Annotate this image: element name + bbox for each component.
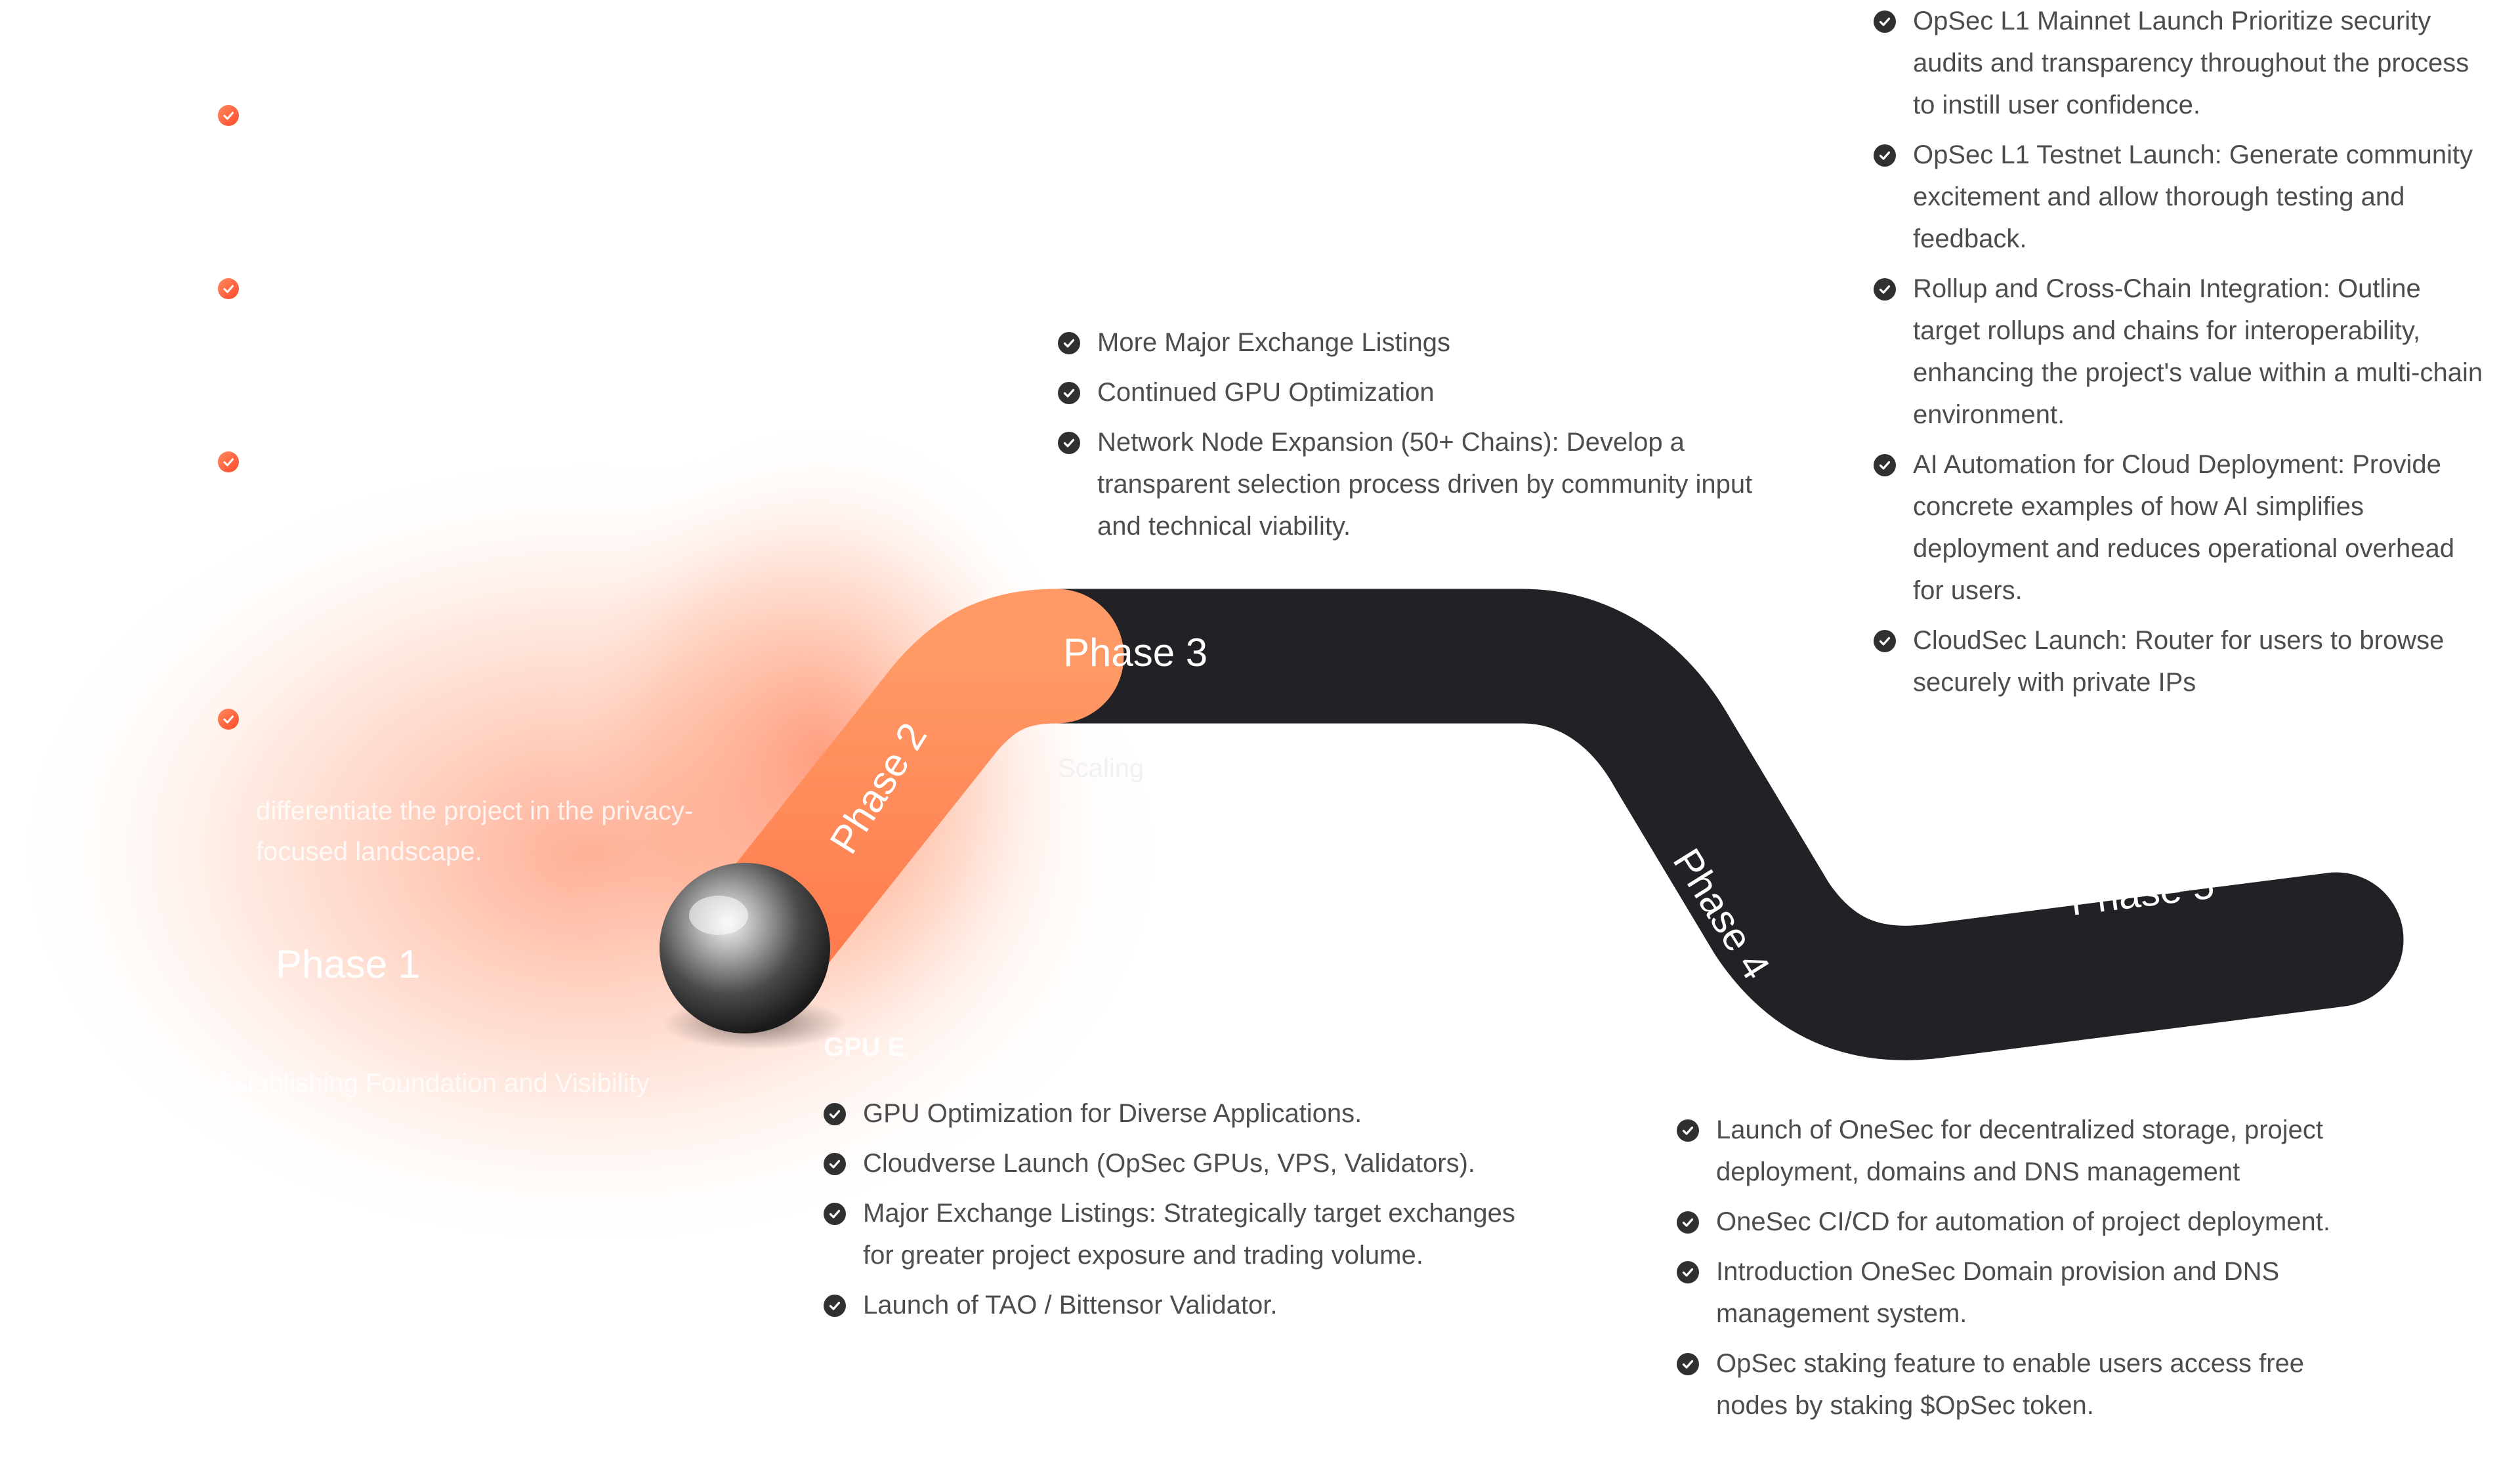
- list-item-text: OpSec L1 Mainnet Launch Prioritize secur…: [1913, 7, 2469, 119]
- orange-check-icon: [218, 709, 239, 730]
- check-circle-icon: [824, 1295, 846, 1317]
- list-item: Introduction OneSec Domain provision and…: [1677, 1251, 2346, 1335]
- check-circle-icon: [824, 1153, 846, 1175]
- list-item-text: CloudSec Launch: Router for users to bro…: [1913, 626, 2445, 697]
- phase-3-label: Phase 3: [1063, 631, 1208, 675]
- list-item: GPU Optimization for Diverse Application…: [824, 1092, 1545, 1134]
- list-item-text: OpSec L1 Testnet Launch: Generate commun…: [1913, 140, 2473, 253]
- ball-highlight: [689, 896, 748, 935]
- check-circle-icon: [1677, 1353, 1699, 1375]
- list-item: Cloudverse Launch (OpSec GPUs, VPS, Vali…: [824, 1142, 1545, 1184]
- check-circle-icon: [1874, 144, 1896, 167]
- check-circle-icon: [824, 1103, 846, 1125]
- phase-5-list: OpSec L1 Mainnet Launch Prioritize secur…: [1874, 0, 2490, 711]
- check-circle-icon: [1874, 10, 1896, 33]
- list-item-text: Continued GPU Optimization: [1097, 378, 1435, 407]
- phase-1-faded-text: differentiate the project in the privacy…: [256, 797, 694, 866]
- list-item: Launch of OneSec for decentralized stora…: [1677, 1109, 2346, 1193]
- list-item: OpSec staking feature to enable users ac…: [1677, 1342, 2346, 1426]
- list-item-text: AI Automation for Cloud Deployment: Prov…: [1913, 450, 2455, 605]
- list-item-text: OneSec CI/CD for automation of project d…: [1716, 1207, 2331, 1236]
- list-item-text: OpSec staking feature to enable users ac…: [1716, 1349, 2305, 1420]
- list-item-text: Major Exchange Listings: Strategically t…: [863, 1199, 1515, 1270]
- list-item-text: Launch of TAO / Bittensor Validator.: [863, 1291, 1278, 1320]
- list-item: Major Exchange Listings: Strategically t…: [824, 1192, 1545, 1276]
- phase-3-list: More Major Exchange Listings Continued G…: [1058, 322, 1754, 555]
- list-item: Launch of TAO / Bittensor Validator.: [824, 1284, 1545, 1326]
- phase-2-list: GPU Optimization for Diverse Application…: [824, 1092, 1545, 1334]
- check-circle-icon: [1874, 278, 1896, 301]
- check-circle-icon: [1677, 1261, 1699, 1283]
- phase-2-subtitle: GPU E: [824, 1033, 906, 1062]
- check-circle-icon: [1677, 1119, 1699, 1142]
- phase-1-label: Phase 1: [276, 942, 421, 986]
- list-item: OpSec L1 Mainnet Launch Prioritize secur…: [1874, 0, 2490, 126]
- list-item: OneSec CI/CD for automation of project d…: [1677, 1201, 2346, 1243]
- list-item: Continued GPU Optimization: [1058, 371, 1754, 413]
- list-item: AI Automation for Cloud Deployment: Prov…: [1874, 444, 2490, 612]
- check-circle-icon: [1058, 382, 1080, 404]
- orange-check-icon: [218, 105, 239, 126]
- list-item-text: Cloudverse Launch (OpSec GPUs, VPS, Vali…: [863, 1149, 1476, 1178]
- check-circle-icon: [1058, 432, 1080, 454]
- road-dark: [989, 589, 2404, 1060]
- chrome-ball: [660, 863, 830, 1033]
- check-circle-icon: [1874, 630, 1896, 652]
- phase-3-subtitle: Scaling: [1058, 754, 1144, 783]
- list-item: Rollup and Cross-Chain Integration: Outl…: [1874, 268, 2490, 436]
- list-item-text: More Major Exchange Listings: [1097, 328, 1451, 357]
- list-item: CloudSec Launch: Router for users to bro…: [1874, 619, 2490, 703]
- check-circle-icon: [1677, 1211, 1699, 1234]
- list-item-text: Introduction OneSec Domain provision and…: [1716, 1257, 2280, 1328]
- list-item: OpSec L1 Testnet Launch: Generate commun…: [1874, 134, 2490, 260]
- check-circle-icon: [1874, 454, 1896, 476]
- check-circle-icon: [1058, 332, 1080, 354]
- phase-4-list: Launch of OneSec for decentralized stora…: [1677, 1109, 2346, 1434]
- list-item-text: GPU Optimization for Diverse Application…: [863, 1099, 1362, 1128]
- list-item: Network Node Expansion (50+ Chains): Dev…: [1058, 421, 1754, 547]
- list-item: More Major Exchange Listings: [1058, 322, 1754, 364]
- orange-check-icon: [218, 278, 239, 299]
- orange-check-icon: [218, 451, 239, 472]
- phase-1-subtitle: Establishing Foundation and Visibility: [217, 1069, 650, 1098]
- list-item-text: Network Node Expansion (50+ Chains): Dev…: [1097, 428, 1753, 541]
- check-circle-icon: [824, 1203, 846, 1225]
- list-item-text: Rollup and Cross-Chain Integration: Outl…: [1913, 274, 2483, 429]
- road-phase2: [674, 589, 1124, 1032]
- list-item-text: Launch of OneSec for decentralized stora…: [1716, 1115, 2323, 1186]
